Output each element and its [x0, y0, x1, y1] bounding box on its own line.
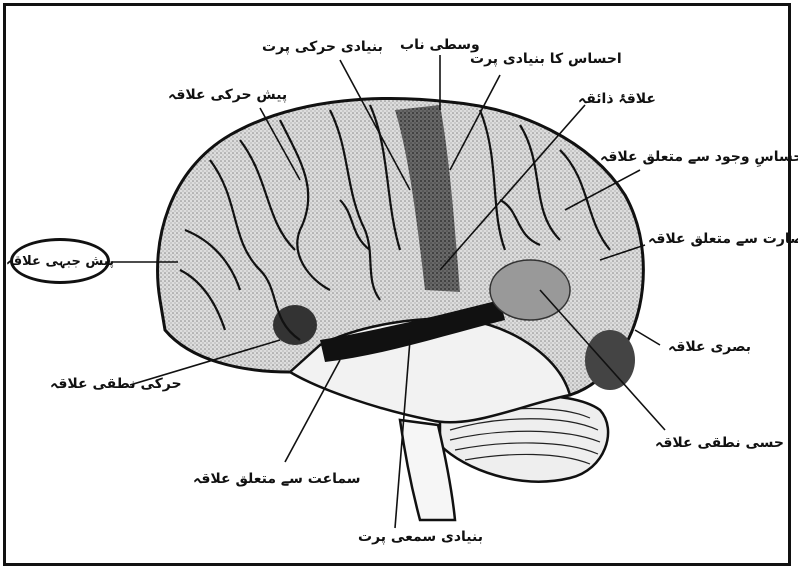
label-taste-area: علاقۂ ذائقہ	[578, 92, 656, 106]
label-prefrontal-area: پیش جبہی علاقہ	[6, 255, 114, 268]
label-motor-speech-area: حرکی نطقی علاقہ	[50, 377, 182, 391]
label-visual-association: بصارت سے متعلق علاقہ	[648, 232, 798, 246]
label-visual-area: بصری علاقہ	[668, 340, 751, 354]
label-sensory-speech-area: حسی نطقی علاقہ	[655, 436, 784, 450]
label-auditory-association: سماعت سے متعلق علاقہ	[193, 472, 361, 486]
label-central-sulcus: وسطی ناب	[400, 38, 480, 52]
label-primary-motor-cortex: بنیادی حرکی پرت	[262, 40, 383, 54]
label-primary-auditory-cortex: بنیادی سمعی پرت	[358, 530, 483, 544]
label-premotor-area: پیش حرکی علاقہ	[168, 88, 287, 102]
label-somatosensory-association: احساسِ وجود سے متعلق علاقہ	[600, 150, 798, 164]
visual-pole-spot	[585, 330, 635, 390]
label-primary-sensory-cortex: احساس کا بنیادی پرت	[470, 52, 622, 66]
motor-speech-spot	[273, 305, 317, 345]
prefrontal-area-oval: پیش جبہی علاقہ	[10, 238, 110, 284]
